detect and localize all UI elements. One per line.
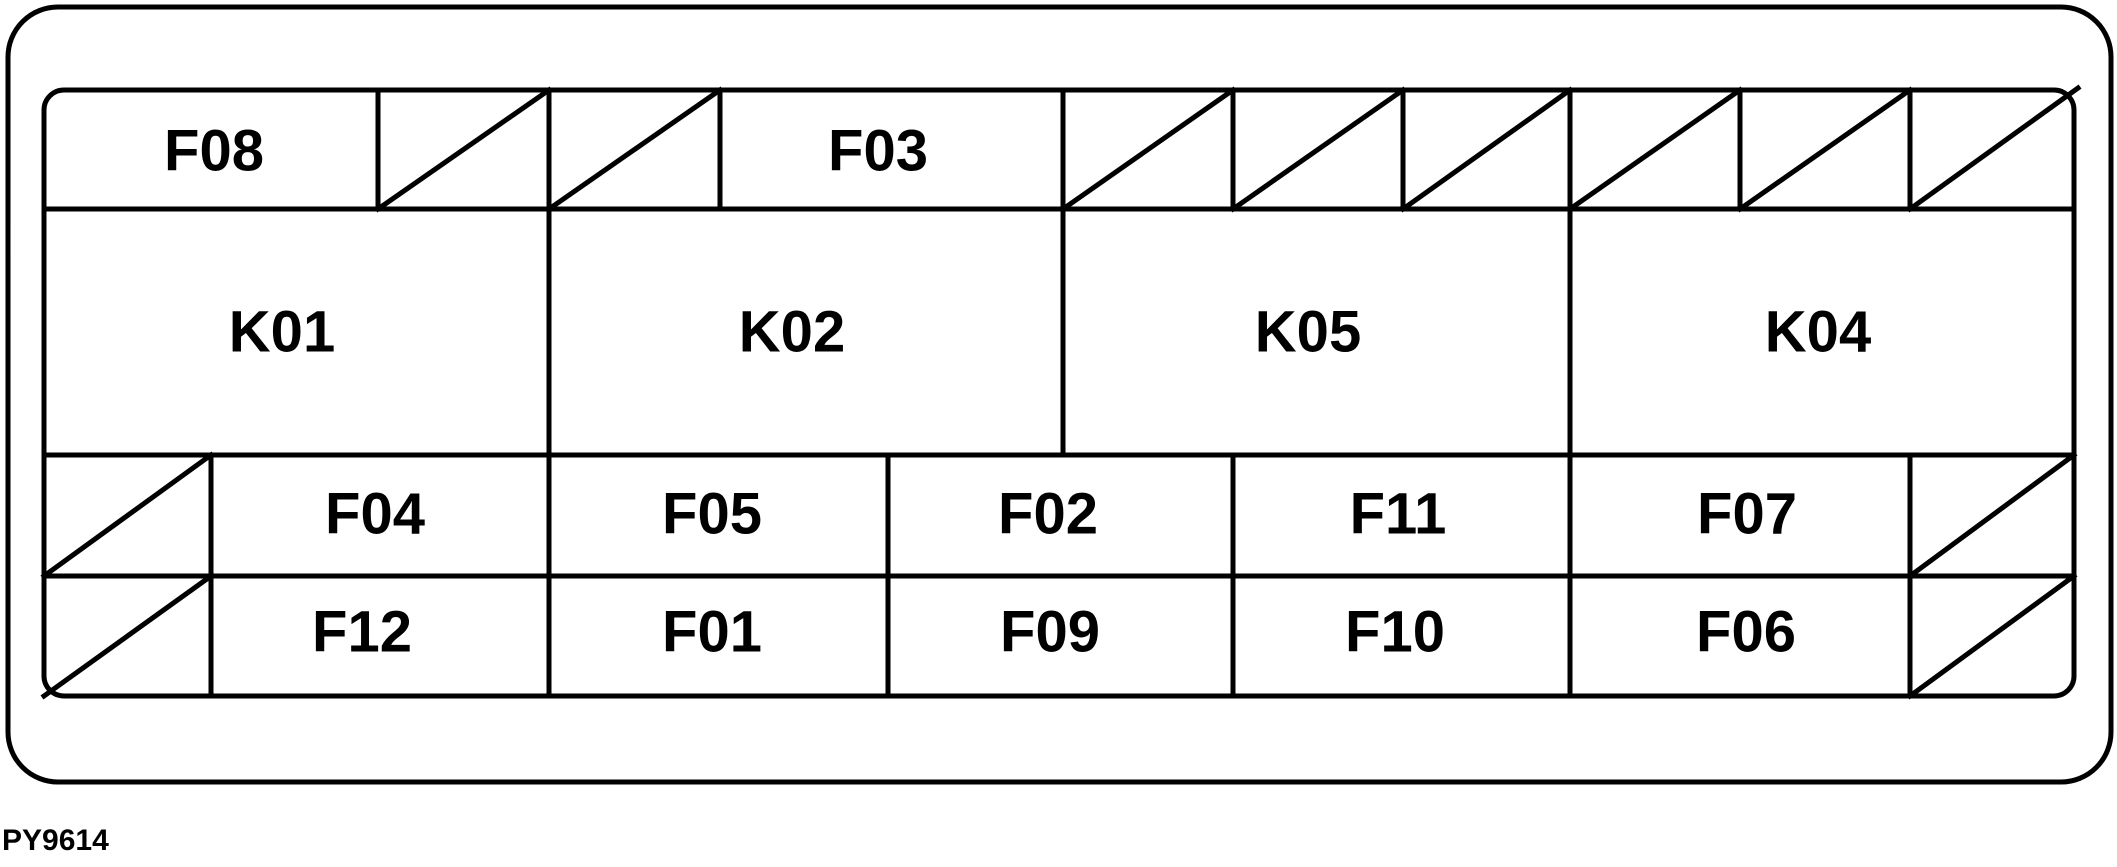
empty-slot-marker [1906, 84, 2082, 213]
empty-slot-marker [40, 572, 215, 700]
fuse-label-f09: F09 [1000, 599, 1100, 664]
figure-code: PY9614 [2, 824, 109, 857]
relay-row-dividers [546, 206, 1573, 458]
top-row-empty-slots [374, 84, 2082, 213]
empty-slot-marker [1566, 86, 1744, 213]
empty-slot-marker [1229, 86, 1407, 213]
empty-slot-marker [1736, 86, 1914, 213]
empty-slot-marker [374, 86, 553, 213]
empty-slot-marker [40, 451, 215, 580]
empty-slot-marker [1059, 86, 1237, 213]
lower-row-empty-slots [40, 451, 2078, 700]
fuse-label-f12: F12 [312, 599, 412, 664]
top-row-dividers [375, 87, 1913, 212]
fuse-label-f10: F10 [1345, 599, 1445, 664]
empty-slot-marker [1906, 572, 2078, 700]
relay-label-k01: K01 [229, 299, 335, 364]
relay-label-k05: K05 [1255, 299, 1361, 364]
fuse-label-f04: F04 [325, 481, 425, 546]
fuse-label-f06: F06 [1696, 599, 1796, 664]
fuse-label-f03: F03 [828, 118, 928, 183]
relay-label-k04: K04 [1765, 299, 1871, 364]
fuse-label-f01: F01 [662, 599, 762, 664]
fuse-label-f05: F05 [662, 481, 762, 546]
relay-label-k02: K02 [739, 299, 845, 364]
fuse-label-f08: F08 [164, 118, 264, 183]
fuse-label-f11: F11 [1350, 481, 1447, 546]
empty-slot-marker [1906, 451, 2078, 580]
empty-slot-marker [1399, 86, 1574, 213]
fuse-label-f02: F02 [998, 481, 1098, 546]
empty-slot-marker [545, 86, 724, 213]
fuse-label-f07: F07 [1697, 481, 1797, 546]
